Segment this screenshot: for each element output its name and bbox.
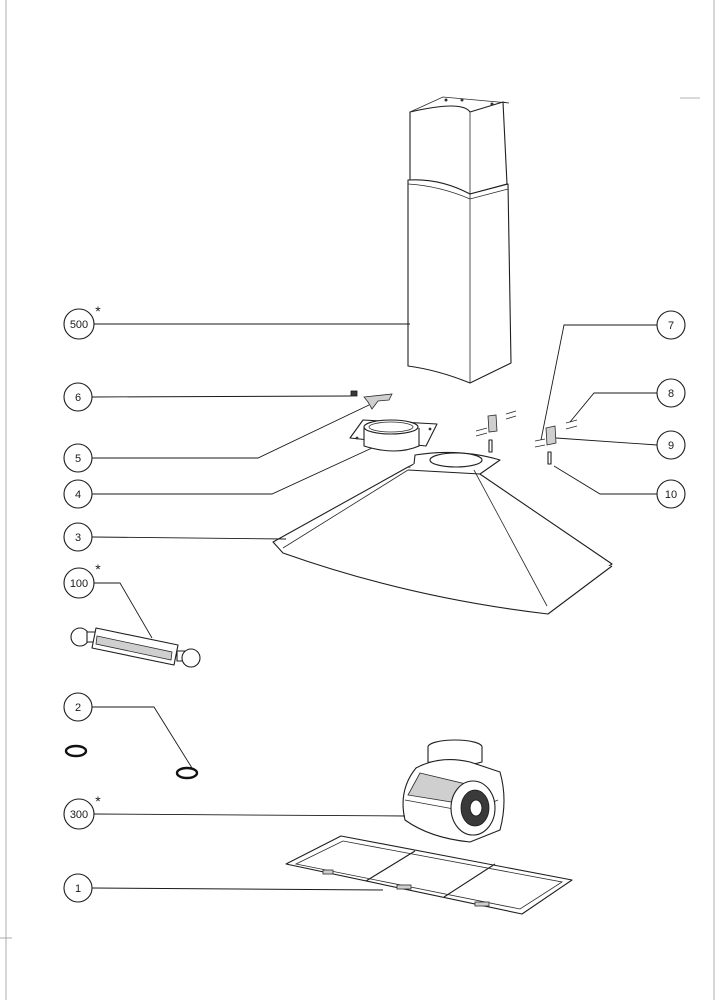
callout-3-label: 3 xyxy=(75,532,81,544)
bracket-screws-left xyxy=(475,410,517,453)
callout-4-label: 4 xyxy=(75,489,81,501)
callout-500-star: * xyxy=(95,303,101,319)
callout-6-label: 6 xyxy=(75,392,81,404)
grease-filters-part xyxy=(285,835,573,915)
callout-300-label: 300 xyxy=(70,809,88,821)
callout-7: 7 xyxy=(656,310,686,340)
callout-7-label: 7 xyxy=(668,320,674,332)
callout-100-label: 100 xyxy=(70,578,88,590)
callout-8: 8 xyxy=(656,378,686,408)
callout-100-star: * xyxy=(95,561,101,577)
bracket-screws-right xyxy=(534,419,578,465)
callout-500-label: 500 xyxy=(70,319,88,331)
callout-100: 100 * xyxy=(63,561,101,599)
callout-4: 4 xyxy=(63,479,93,509)
callout-10: 10 xyxy=(656,479,686,509)
gasket-rings-part xyxy=(64,744,199,780)
chimney-part xyxy=(407,96,512,384)
light-tube-part xyxy=(70,627,201,668)
callout-10-label: 10 xyxy=(665,489,677,501)
callout-500: 500 * xyxy=(63,303,101,340)
callout-9-label: 9 xyxy=(668,440,674,452)
callout-6: 6 xyxy=(63,382,93,412)
callout-1-label: 1 xyxy=(75,883,81,895)
callout-3: 3 xyxy=(63,522,93,552)
callout-8-label: 8 xyxy=(668,388,674,400)
flange-adapter-part xyxy=(349,419,438,452)
leader-lines xyxy=(91,323,658,891)
callout-5-label: 5 xyxy=(75,453,81,465)
hood-body-part xyxy=(272,451,613,615)
motor-blower-part xyxy=(402,739,505,843)
callout-300-star: * xyxy=(95,793,101,809)
callout-9: 9 xyxy=(656,430,686,460)
clip-part xyxy=(350,390,393,410)
callout-5: 5 xyxy=(63,443,93,473)
callout-1: 1 xyxy=(63,873,93,903)
callout-2-label: 2 xyxy=(75,702,81,714)
callout-300: 300 * xyxy=(63,793,101,830)
callout-2: 2 xyxy=(63,692,93,722)
